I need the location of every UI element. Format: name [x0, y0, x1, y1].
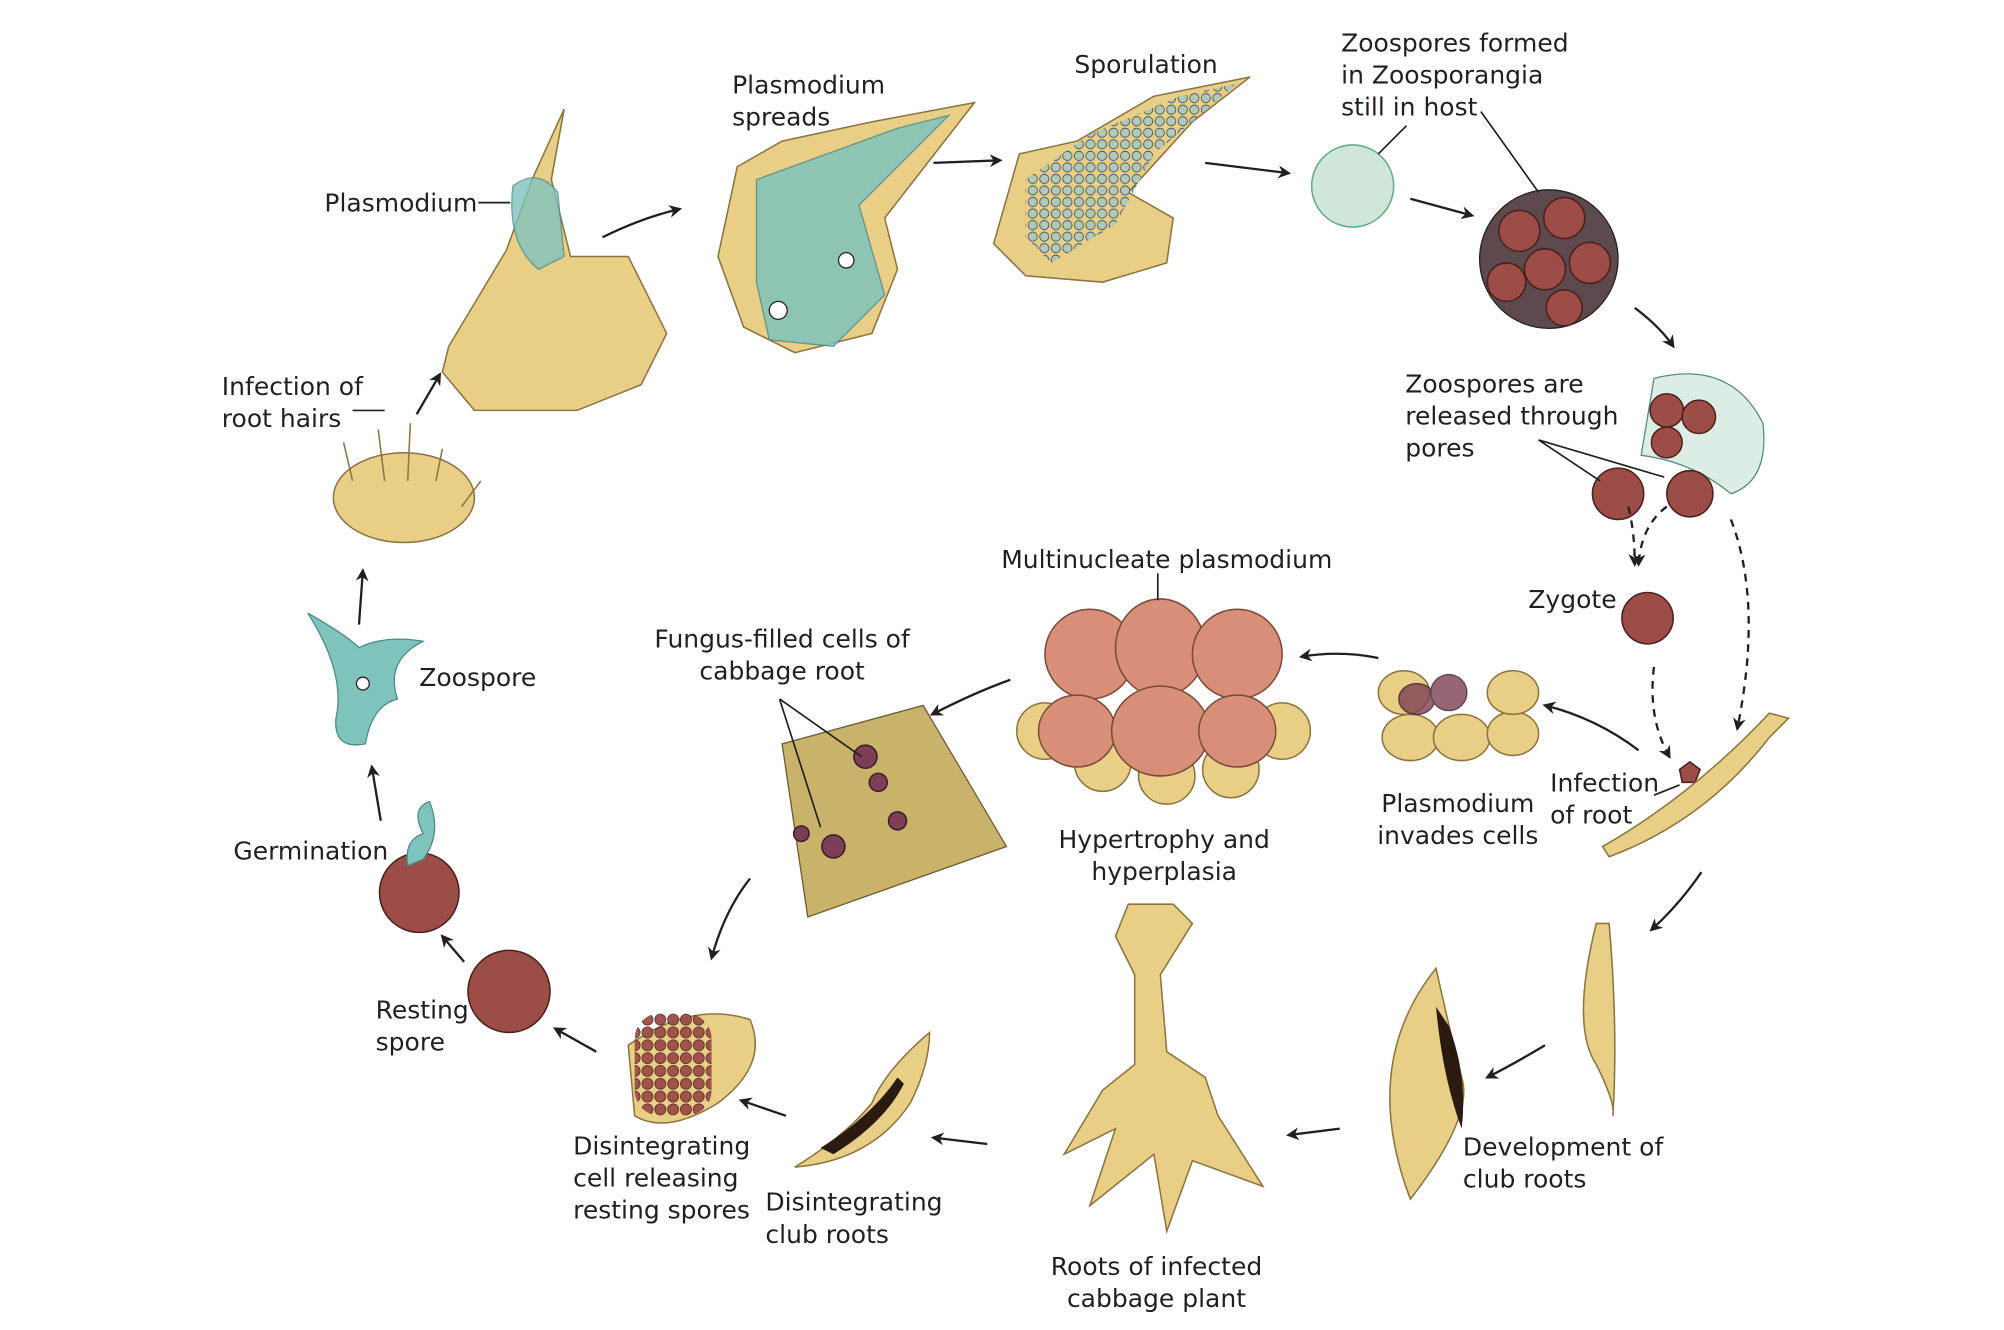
disintegrating-cell-illustration [627, 1013, 757, 1124]
label-development-2: club roots [1463, 1165, 1586, 1194]
label-roots-infected-1: Roots of infected [1051, 1252, 1262, 1281]
label-zoospores-formed-1: Zoospores formed [1341, 28, 1568, 57]
label-hypertrophy-1: Hypertrophy and [1058, 825, 1269, 854]
club-roots-illustration [1389, 922, 1616, 1201]
label-infection-of-root-1: Infection [1550, 768, 1659, 797]
label-zoospores-formed-3: still in host [1341, 92, 1477, 121]
label-plasmodium-invades-2: invades cells [1377, 821, 1538, 850]
label-development-1: Development of [1463, 1133, 1665, 1162]
label-fungus-filled-2: cabbage root [699, 657, 865, 686]
label-disintegrating-club-1: Disintegrating [765, 1188, 942, 1217]
label-infection-root-hairs-2: root hairs [222, 404, 341, 433]
label-resting-spore-1: Resting [376, 995, 469, 1024]
label-sporulation: Sporulation [1074, 50, 1217, 79]
zoospore-illustration [307, 612, 426, 746]
label-disintegrating-cell-1: Disintegrating [573, 1131, 750, 1160]
cabbage-roots-illustration [1062, 903, 1265, 1235]
label-germination: Germination [233, 836, 388, 865]
disintegrating-club-roots-illustration [794, 1030, 931, 1168]
label-infection-root-hairs-1: Infection of [222, 372, 364, 401]
plasmodium-spreads-illustration [717, 101, 977, 354]
label-pointers [352, 111, 1680, 828]
label-disintegrating-cell-2: cell releasing [573, 1163, 738, 1192]
plasmodium-illustration [441, 108, 668, 412]
root-hairs-illustration [332, 423, 482, 544]
zoosporangium-illustration [1310, 144, 1619, 329]
label-zoospores-released-2: released through [1405, 402, 1618, 431]
label-roots-infected-2: cabbage plant [1067, 1284, 1246, 1313]
label-plasmodium-spreads-1: Plasmodium [732, 71, 885, 100]
label-multinucleate-plasmodium: Multinucleate plasmodium [1001, 545, 1332, 574]
plasmodium-invades-illustration [1377, 670, 1540, 762]
label-plasmodium-invades-1: Plasmodium [1381, 789, 1534, 818]
fungus-filled-cells-illustration [781, 704, 1008, 918]
label-zoospores-formed-2: in Zoosporangia [1341, 60, 1543, 89]
zoospore-release-illustration [1591, 373, 1765, 784]
label-infection-of-root-2: of root [1550, 800, 1632, 829]
label-zygote: Zygote [1528, 585, 1616, 614]
label-hypertrophy-2: hyperplasia [1091, 857, 1237, 886]
resting-spore-illustration [378, 800, 551, 1034]
cycle-arrows [355, 154, 1750, 1146]
label-plasmodium-spreads-2: spreads [732, 103, 830, 132]
hypertrophy-illustration [1015, 598, 1312, 805]
label-plasmodium: Plasmodium [324, 189, 477, 218]
labels: Plasmodium Plasmodium spreads Sporulatio… [222, 28, 1665, 1313]
label-resting-spore-2: spore [376, 1027, 445, 1056]
label-fungus-filled-1: Fungus-filled cells of [654, 625, 911, 654]
infected-root-illustration [1601, 712, 1791, 858]
label-zoospores-released-1: Zoospores are [1405, 369, 1583, 398]
label-disintegrating-cell-3: resting spores [573, 1195, 750, 1224]
label-zoospores-released-3: pores [1405, 434, 1474, 463]
label-zoospore: Zoospore [419, 663, 536, 692]
sporulation-illustration [992, 76, 1251, 283]
label-disintegrating-club-2: club roots [765, 1220, 888, 1249]
